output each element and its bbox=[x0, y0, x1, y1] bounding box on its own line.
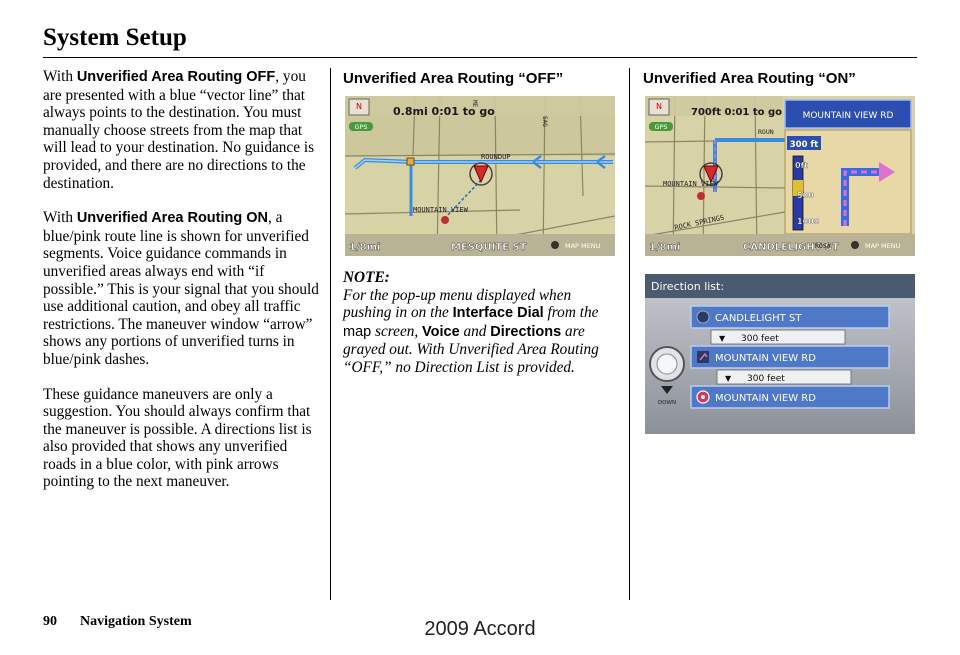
paragraph-on: With Unverified Area Routing ON, a blue/… bbox=[43, 209, 321, 368]
direction-distance-2: 300 feet bbox=[747, 374, 785, 384]
note-text-1: For the pop-up menu displayed when pushi… bbox=[343, 286, 572, 322]
map-screenshot-on: N 700ft 0:01 to go GPS MOUNTAIN VIEW ROC… bbox=[645, 96, 915, 256]
column-divider-1 bbox=[330, 68, 331, 600]
note-text-3: screen, bbox=[371, 322, 423, 340]
heading-routing-off: Unverified Area Routing “OFF” bbox=[343, 70, 564, 87]
direction-item-2: MOUNTAIN VIEW RD bbox=[715, 353, 816, 364]
note-text-4: and bbox=[459, 322, 491, 340]
map-on-label-mountain: MOUNTAIN VIEW bbox=[663, 180, 719, 188]
map-off-menu: MAP MENU bbox=[565, 242, 601, 250]
map-on-street: CANDLELIGHT ST bbox=[743, 242, 839, 253]
paragraph-on-pre: With bbox=[43, 209, 77, 227]
map-on-label-roun: ROUN bbox=[758, 128, 774, 136]
note-text-5: are grayed out. With Unverified Area Rou… bbox=[343, 322, 599, 376]
paragraph-off: With Unverified Area Routing OFF, you ar… bbox=[43, 68, 321, 192]
map-off-canvas: N 0.8mi 0:01 to go GPS ROUNDUP MOUNTAIN … bbox=[345, 96, 615, 256]
map-on-label-rosa: ROSA bbox=[815, 242, 831, 250]
gauge-500: 500 bbox=[797, 191, 814, 200]
note-interface-dial: Interface Dial bbox=[452, 305, 544, 322]
paragraph-off-body: , you are presented with a blue “vector … bbox=[43, 68, 315, 192]
note-directions: Directions bbox=[490, 323, 562, 340]
maneuver-distance: 300 ft bbox=[790, 140, 818, 150]
note-block: NOTE:For the pop-up menu displayed when … bbox=[343, 269, 615, 377]
paragraph-on-body: , a blue/pink route line is shown for un… bbox=[43, 209, 319, 368]
map-off-compass: N bbox=[356, 102, 362, 111]
note-text-2: from the bbox=[543, 304, 599, 322]
map-on-scale: 1/8mi bbox=[649, 242, 680, 253]
map-off-label-roundup: ROUNDUP bbox=[481, 153, 511, 161]
map-screenshot-off: N 0.8mi 0:01 to go GPS ROUNDUP MOUNTAIN … bbox=[345, 96, 615, 256]
column-divider-2 bbox=[629, 68, 630, 600]
map-on-canvas: N 700ft 0:01 to go GPS MOUNTAIN VIEW ROC… bbox=[645, 96, 915, 256]
map-off-street: MESQUITE ST bbox=[451, 242, 527, 253]
page-number: 90 bbox=[43, 614, 57, 629]
svg-text:▼: ▼ bbox=[719, 334, 726, 343]
map-on-readout: 700ft 0:01 to go bbox=[691, 107, 782, 118]
watermark: 2009 Accord bbox=[424, 618, 536, 640]
map-off-scale: 1/8mi bbox=[349, 242, 380, 253]
page-title: System Setup bbox=[43, 24, 187, 51]
direction-list-down: DOWN bbox=[658, 400, 676, 406]
term-routing-on: Unverified Area Routing ON bbox=[76, 210, 269, 227]
paragraph-guidance: These guidance maneuvers are only a sugg… bbox=[43, 385, 312, 491]
title-rule bbox=[43, 57, 917, 58]
term-routing-off: Unverified Area Routing OFF bbox=[76, 69, 276, 85]
map-off-label-me: ME bbox=[471, 100, 478, 108]
map-on-menu: MAP MENU bbox=[865, 242, 901, 250]
heading-routing-on: Unverified Area Routing “ON” bbox=[643, 70, 856, 87]
direction-list-title: Direction list: bbox=[651, 280, 724, 293]
gauge-1000: 1000 bbox=[797, 217, 820, 226]
direction-item-3: MOUNTAIN VIEW RD bbox=[715, 393, 816, 404]
note-voice: Voice bbox=[422, 323, 460, 340]
map-on-compass: N bbox=[656, 102, 662, 111]
left-column: With Unverified Area Routing OFF, you ar… bbox=[43, 68, 321, 508]
maneuver-street: MOUNTAIN VIEW RD bbox=[803, 111, 894, 121]
map-off-gps: GPS bbox=[354, 123, 367, 131]
gauge-0ft: 0ft bbox=[795, 161, 808, 170]
note-label: NOTE: bbox=[343, 269, 390, 286]
map-on-gps: GPS bbox=[654, 123, 667, 131]
map-off-label-mountain: MOUNTAIN VIEW bbox=[413, 206, 469, 214]
direction-item-1: CANDLELIGHT ST bbox=[715, 313, 802, 324]
map-off-readout: 0.8mi 0:01 to go bbox=[393, 105, 495, 118]
direction-distance-1: 300 feet bbox=[741, 334, 779, 344]
note-map: map bbox=[343, 323, 372, 340]
map-off-label-sag: SAG bbox=[541, 116, 548, 127]
paragraph-off-pre: With bbox=[43, 68, 77, 85]
footer-label: Navigation System bbox=[80, 614, 192, 629]
svg-text:▼: ▼ bbox=[725, 374, 732, 383]
direction-list-canvas: Direction list: DOWN CANDLELIGHT ST ▼ 30… bbox=[645, 274, 915, 434]
direction-list-screenshot: Direction list: DOWN CANDLELIGHT ST ▼ 30… bbox=[645, 274, 915, 434]
